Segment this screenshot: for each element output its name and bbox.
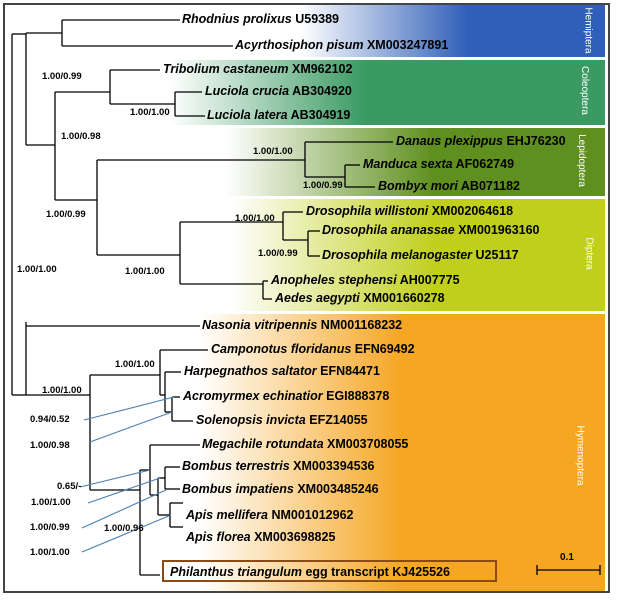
taxon-rhodnius-prolixus: Rhodnius prolixus U59389 [182, 12, 340, 26]
support-value: 1.00/0.98 [61, 131, 101, 142]
highlight-box [162, 560, 497, 582]
taxon-harpegnathos-saltator: Harpegnathos saltator EFN84471 [184, 364, 380, 378]
support-value: 1.00/0.99 [30, 522, 70, 533]
taxon-drosophila-ananassae: Drosophila ananassae XM001963160 [322, 223, 540, 237]
taxon-luciola-crucia: Luciola crucia AB304920 [205, 84, 352, 98]
taxon-acromyrmex-echinatior: Acromyrmex echinatior EGI888378 [183, 389, 390, 403]
support-value: 1.00/1.00 [115, 359, 155, 370]
taxon-nasonia-vitripennis: Nasonia vitripennis NM001168232 [202, 318, 403, 332]
taxon-manduca-sexta: Manduca sexta AF062749 [363, 157, 515, 171]
support-value: 1.00/0.99 [258, 248, 298, 259]
taxon-acyrthosiphon-pisum: Acyrthosiphon pisum XM003247891 [235, 38, 449, 52]
support-value: 1.00/1.00 [130, 107, 170, 118]
taxon-drosophila-willistoni: Drosophila willistoni XM002064618 [306, 204, 514, 218]
taxon-apis-florea: Apis florea XM003698825 [186, 530, 336, 544]
taxon-apis-mellifera: Apis mellifera NM001012962 [186, 508, 354, 522]
taxon-drosophila-melanogaster: Drosophila melanogaster U25117 [322, 248, 519, 262]
support-value: 1.00/1.00 [31, 497, 71, 508]
band-hemiptera [300, 5, 605, 57]
support-value: 1.00/0.96 [104, 523, 144, 534]
band-lepidoptera [225, 128, 605, 196]
support-value: 1.00/0.98 [30, 440, 70, 451]
taxon-camponotus-floridanus: Camponotus floridanus EFN69492 [211, 342, 415, 356]
support-value: 1.00/0.99 [303, 180, 343, 191]
taxon-philanthus-triangulum: Philanthus triangulum egg transcript KJ4… [170, 565, 450, 579]
support-value: 1.00/0.99 [46, 209, 86, 220]
support-value: 1.00/1.00 [30, 547, 70, 558]
support-value: 1.00/1.00 [125, 266, 165, 277]
support-value: 1.00/1.00 [253, 146, 293, 157]
band-diptera [230, 199, 605, 311]
support-value: 1.00/1.00 [235, 213, 275, 224]
taxon-bombyx-mori: Bombyx mori AB071182 [378, 179, 520, 193]
taxon-tribolium-castaneum: Tribolium castaneum XM962102 [163, 62, 353, 76]
taxon-bombus-impatiens: Bombus impatiens XM003485246 [182, 482, 379, 496]
band-hymenoptera [200, 314, 605, 592]
taxon-solenopsis-invicta: Solenopsis invicta EFZ14055 [196, 413, 368, 427]
taxon-aedes-aegypti: Aedes aegypti XM001660278 [275, 291, 445, 305]
support-value: 1.00/1.00 [42, 385, 82, 396]
support-value: 0.94/0.52 [30, 414, 70, 425]
taxon-anopheles-stephensi: Anopheles stephensi AH007775 [271, 273, 460, 287]
scale-bar-label: 0.1 [560, 552, 574, 563]
taxon-bombus-terrestris: Bombus terrestris XM003394536 [182, 459, 375, 473]
taxon-danaus-plexippus: Danaus plexippus EHJ76230 [396, 134, 566, 148]
taxon-megachile-rotundata: Megachile rotundata XM003708055 [202, 437, 409, 451]
taxon-luciola-latera: Luciola latera AB304919 [207, 108, 351, 122]
band-coleoptera [170, 60, 605, 125]
support-value: 0.65/- [57, 481, 82, 492]
support-value: 1.00/0.99 [42, 71, 82, 82]
support-value: 1.00/1.00 [17, 264, 57, 275]
